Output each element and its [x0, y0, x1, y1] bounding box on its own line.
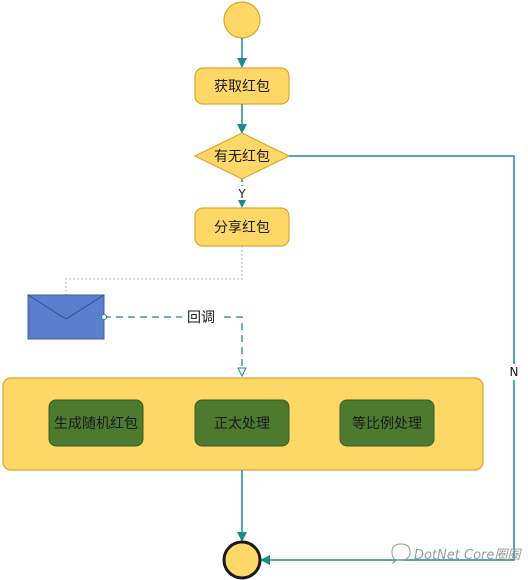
- share-packet-label: 分享红包: [214, 219, 270, 236]
- edge-callback: [104, 316, 242, 375]
- ratio-process-label: 等比例处理: [352, 415, 422, 432]
- gen-random-node: [48, 399, 144, 447]
- get-packet-label: 获取红包: [214, 79, 270, 95]
- yes-label: Y: [237, 187, 246, 201]
- ratio-process-node: [339, 399, 435, 447]
- start-node: [223, 1, 261, 39]
- watermark: DotNet Core圈圈: [391, 543, 522, 565]
- edge-decision-no: [260, 155, 515, 565]
- callback-label: 回调: [187, 310, 215, 326]
- watermark-text: DotNet Core圈圈: [414, 548, 522, 563]
- end-node-outer: [222, 540, 262, 580]
- envelope-icon: [27, 294, 105, 340]
- edge-share-envelope: [65, 246, 243, 295]
- has-packet-label: 有无红包: [214, 149, 270, 165]
- gen-random-label: 生成随机红包: [54, 416, 138, 432]
- normal-process-label: 正太处理: [214, 416, 270, 432]
- normal-process-node: [194, 399, 290, 447]
- chat-bubble-icon: [391, 543, 411, 565]
- no-label: N: [510, 365, 519, 379]
